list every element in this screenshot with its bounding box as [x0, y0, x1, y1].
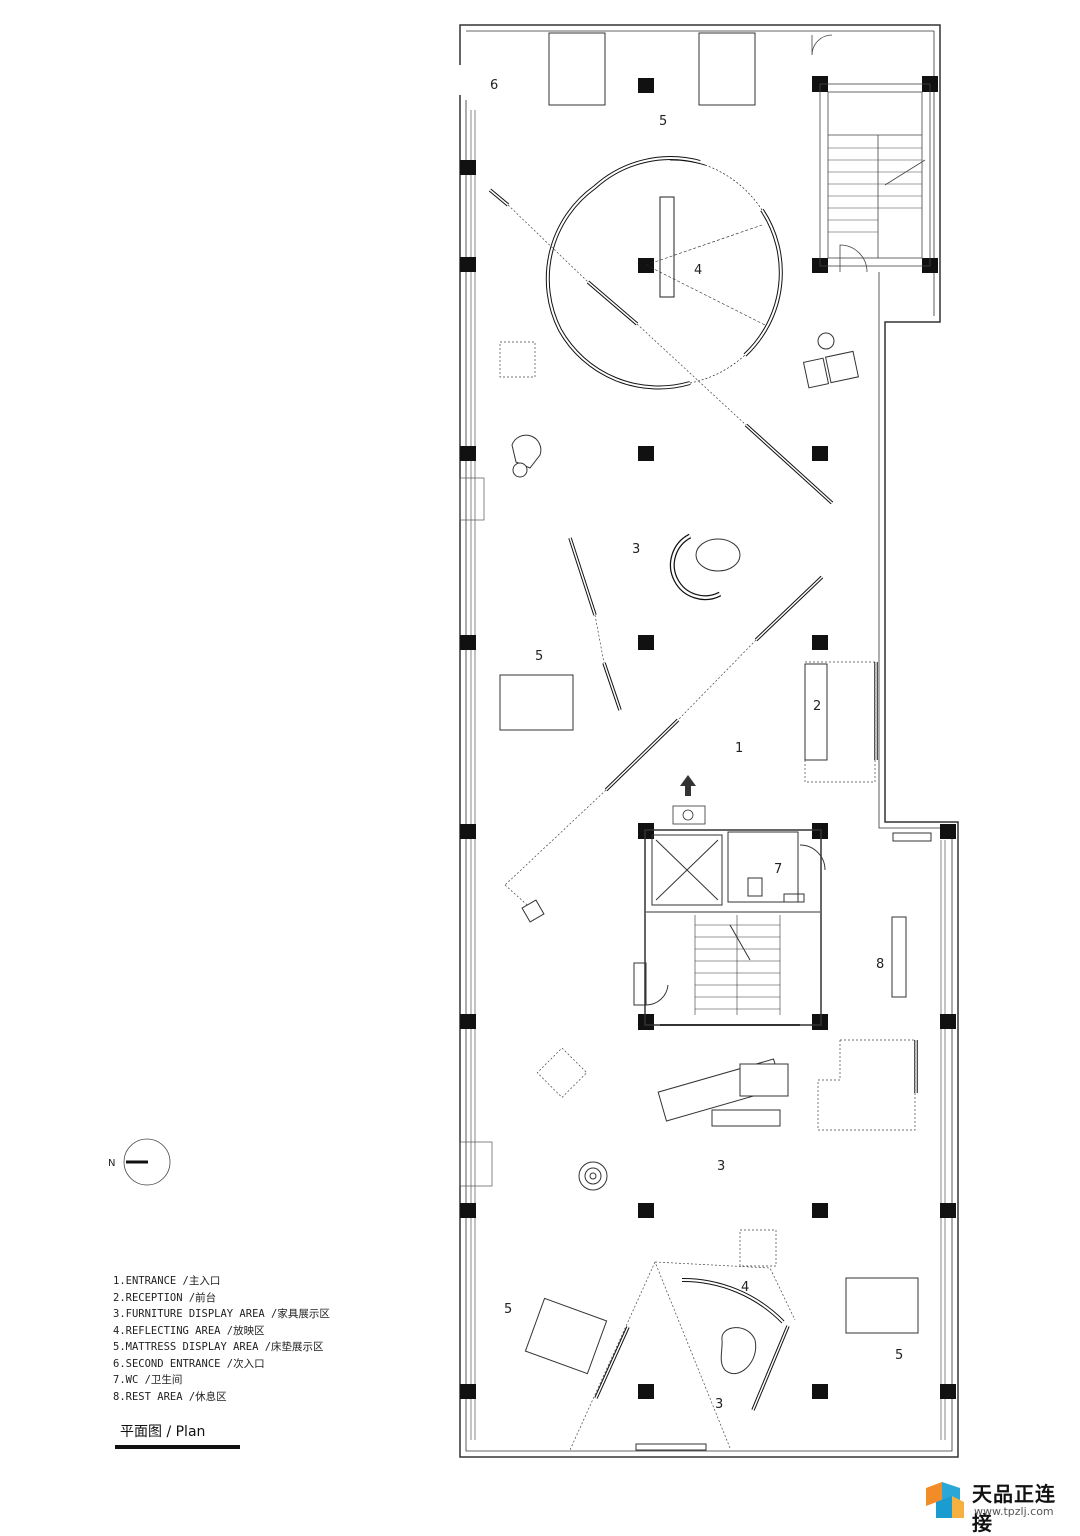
north-label: N — [108, 1158, 115, 1169]
legend-item: 4.REFLECTING AREA /放映区 — [113, 1324, 265, 1337]
area-label-5: 5 — [659, 114, 667, 129]
area-label-3: 3 — [717, 1159, 725, 1174]
area-label-1: 1 — [735, 741, 743, 756]
furniture — [511, 332, 859, 1451]
entrance-arrow — [680, 775, 696, 796]
reflecting-circle — [545, 156, 783, 390]
legend-item: 2.RECEPTION /前台 — [113, 1291, 217, 1304]
partition-walls-inner — [489, 189, 917, 1411]
area-label-6: 6 — [490, 78, 498, 93]
east-bench — [892, 832, 932, 842]
dashed-lines — [499, 204, 916, 1451]
outer-walls — [459, 24, 959, 1458]
area-label-4: 4 — [694, 263, 702, 278]
area-label-3: 3 — [715, 1397, 723, 1412]
legend-item: 6.SECOND ENTRANCE /次入口 — [113, 1357, 265, 1370]
area-label-2: 2 — [813, 699, 821, 714]
legend-item: 8.REST AREA /休息区 — [113, 1390, 227, 1403]
area-label-5: 5 — [504, 1302, 512, 1317]
brand-logo-icon — [926, 1482, 964, 1518]
legend-item: 1.ENTRANCE /主入口 — [113, 1275, 221, 1287]
columns — [460, 76, 956, 1399]
rest-bench — [891, 916, 907, 998]
west-windows — [459, 110, 946, 1440]
area-label-3: 3 — [632, 542, 640, 557]
legend-item: 5.MATTRESS DISPLAY AREA /床垫展示区 — [113, 1341, 324, 1353]
title-underline — [115, 1445, 240, 1449]
area-label-8: 8 — [876, 957, 884, 972]
mattresses — [499, 32, 919, 1375]
area-label-5: 5 — [535, 649, 543, 664]
legend-item: 3.FURNITURE DISPLAY AREA /家具展示区 — [113, 1308, 330, 1320]
north-stair — [811, 34, 931, 273]
legend: 1.ENTRANCE /主入口 2.RECEPTION /前台 3.FURNIT… — [113, 1273, 330, 1405]
area-label-7: 7 — [774, 862, 782, 877]
central-core — [633, 829, 826, 1026]
area-label-5: 5 — [895, 1348, 903, 1363]
brand-url: www.tpzlj.com — [974, 1505, 1054, 1518]
plan-title: 平面图 / Plan — [120, 1424, 206, 1440]
watermark: 天品正连接 www.tpzlj.com — [922, 1478, 1072, 1535]
entrance-door — [672, 805, 706, 825]
legend-item: 7.WC /卫生间 — [113, 1374, 183, 1386]
reception-desk — [804, 663, 828, 761]
north-arrow: N — [108, 1138, 171, 1186]
area-label-4: 4 — [741, 1280, 749, 1295]
area-labels: 6 5 4 3 5 2 1 7 8 3 5 4 5 3 — [490, 78, 903, 1412]
